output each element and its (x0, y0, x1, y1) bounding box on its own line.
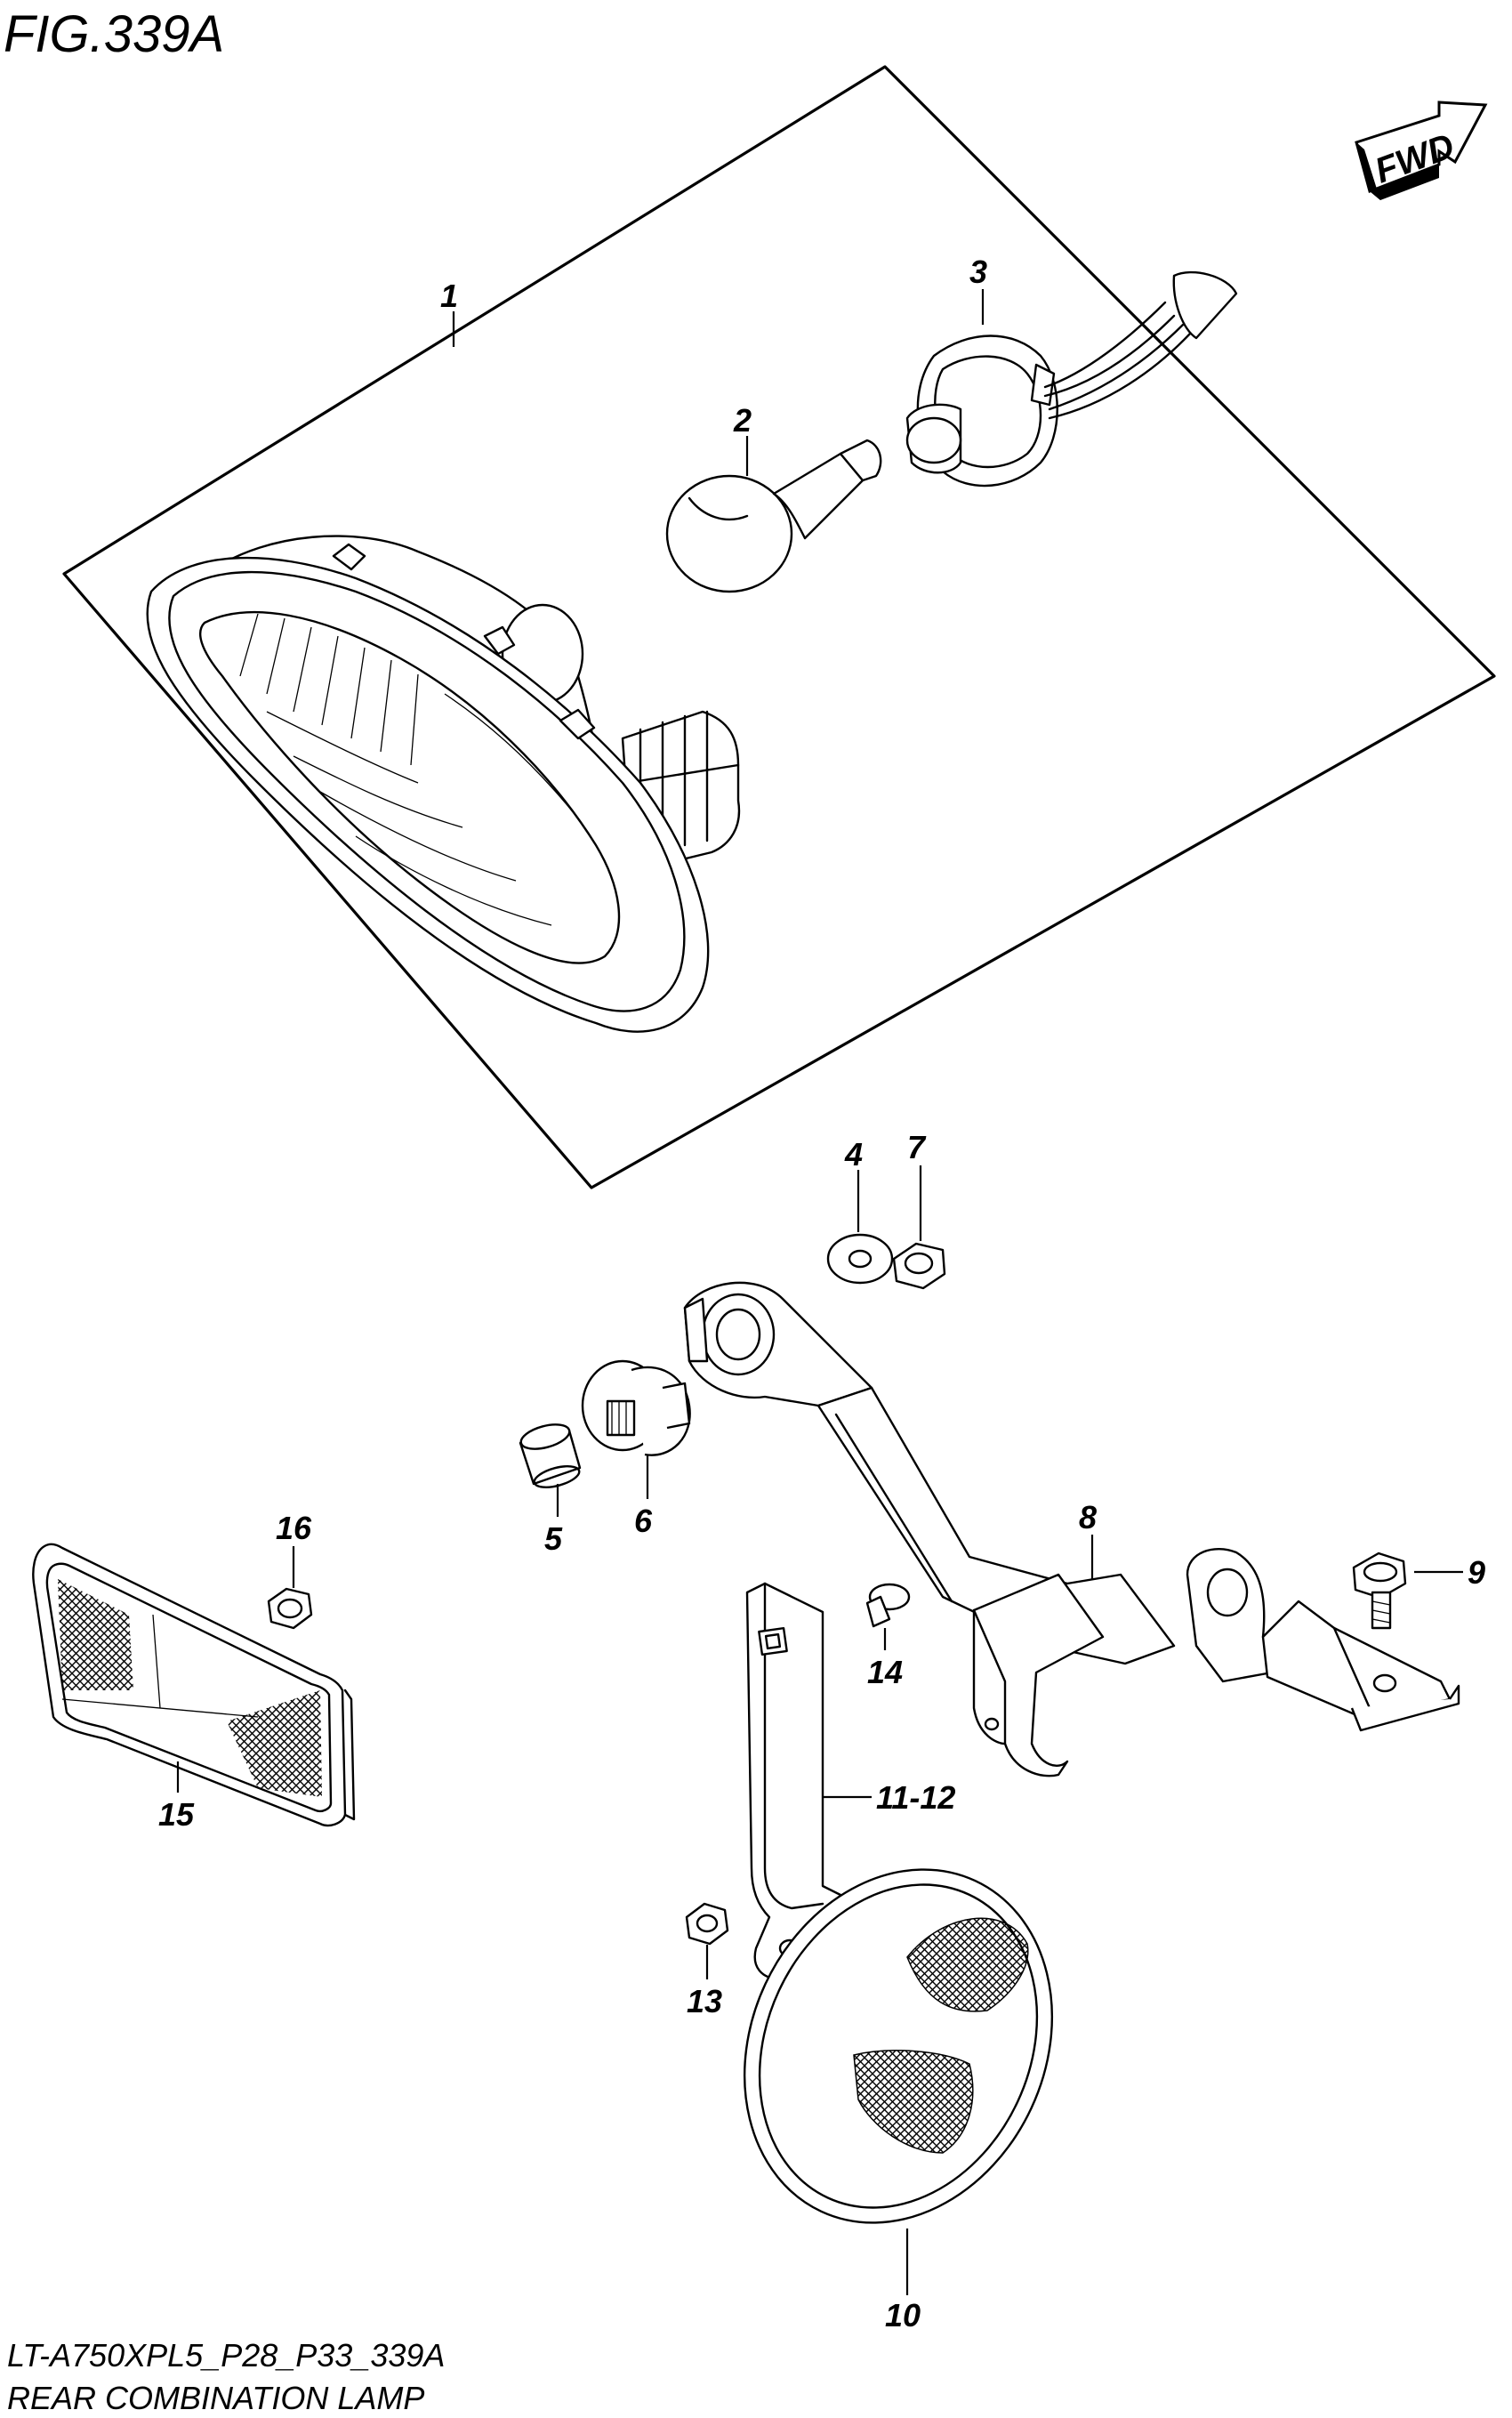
bulb-part (665, 439, 882, 593)
nut-part-16 (267, 1587, 313, 1630)
washer-part (826, 1233, 894, 1285)
leader-lines (176, 289, 1463, 2295)
assembly-box (62, 65, 1496, 1189)
callout-5: 5 (544, 1520, 563, 1557)
bracket-part (683, 1281, 1460, 1777)
model-code: LT-A750XPL5_P28_P33_339A (7, 2337, 445, 2374)
callout-9: 9 (1468, 1554, 1485, 1591)
nut-part-13 (685, 1902, 729, 1946)
callout-labels: 1 2 3 4 7 5 6 8 9 10 11-12 13 14 15 16 (158, 254, 1485, 2333)
callout-16: 16 (276, 1510, 312, 1546)
callout-15: 15 (158, 1796, 195, 1833)
callout-10: 10 (885, 2297, 921, 2333)
round-reflector-part (743, 1868, 1054, 2224)
figure-title: FIG.339A (4, 5, 224, 63)
callout-11-12: 11-12 (876, 1779, 955, 1816)
bolt-part-9 (1352, 1552, 1407, 1630)
callout-14: 14 (867, 1654, 903, 1690)
collar-part (519, 1423, 582, 1488)
callout-2: 2 (733, 402, 752, 439)
callout-3: 3 (969, 254, 987, 290)
nut-part-7 (892, 1242, 946, 1290)
rear-combination-lamp (146, 535, 741, 1033)
callout-7: 7 (907, 1129, 927, 1165)
section-name: REAR COMBINATION LAMP (7, 2380, 424, 2416)
socket-part (905, 270, 1238, 488)
screw-part-14 (865, 1583, 911, 1628)
callout-6: 6 (634, 1503, 653, 1539)
callout-8: 8 (1079, 1499, 1097, 1535)
callout-4: 4 (844, 1136, 863, 1173)
rectangular-reflector-part (32, 1543, 356, 1827)
fwd-arrow-icon: FWD (1355, 101, 1488, 200)
callout-13: 13 (687, 1983, 722, 2019)
grommet-part (581, 1359, 691, 1456)
callout-1: 1 (440, 278, 458, 314)
